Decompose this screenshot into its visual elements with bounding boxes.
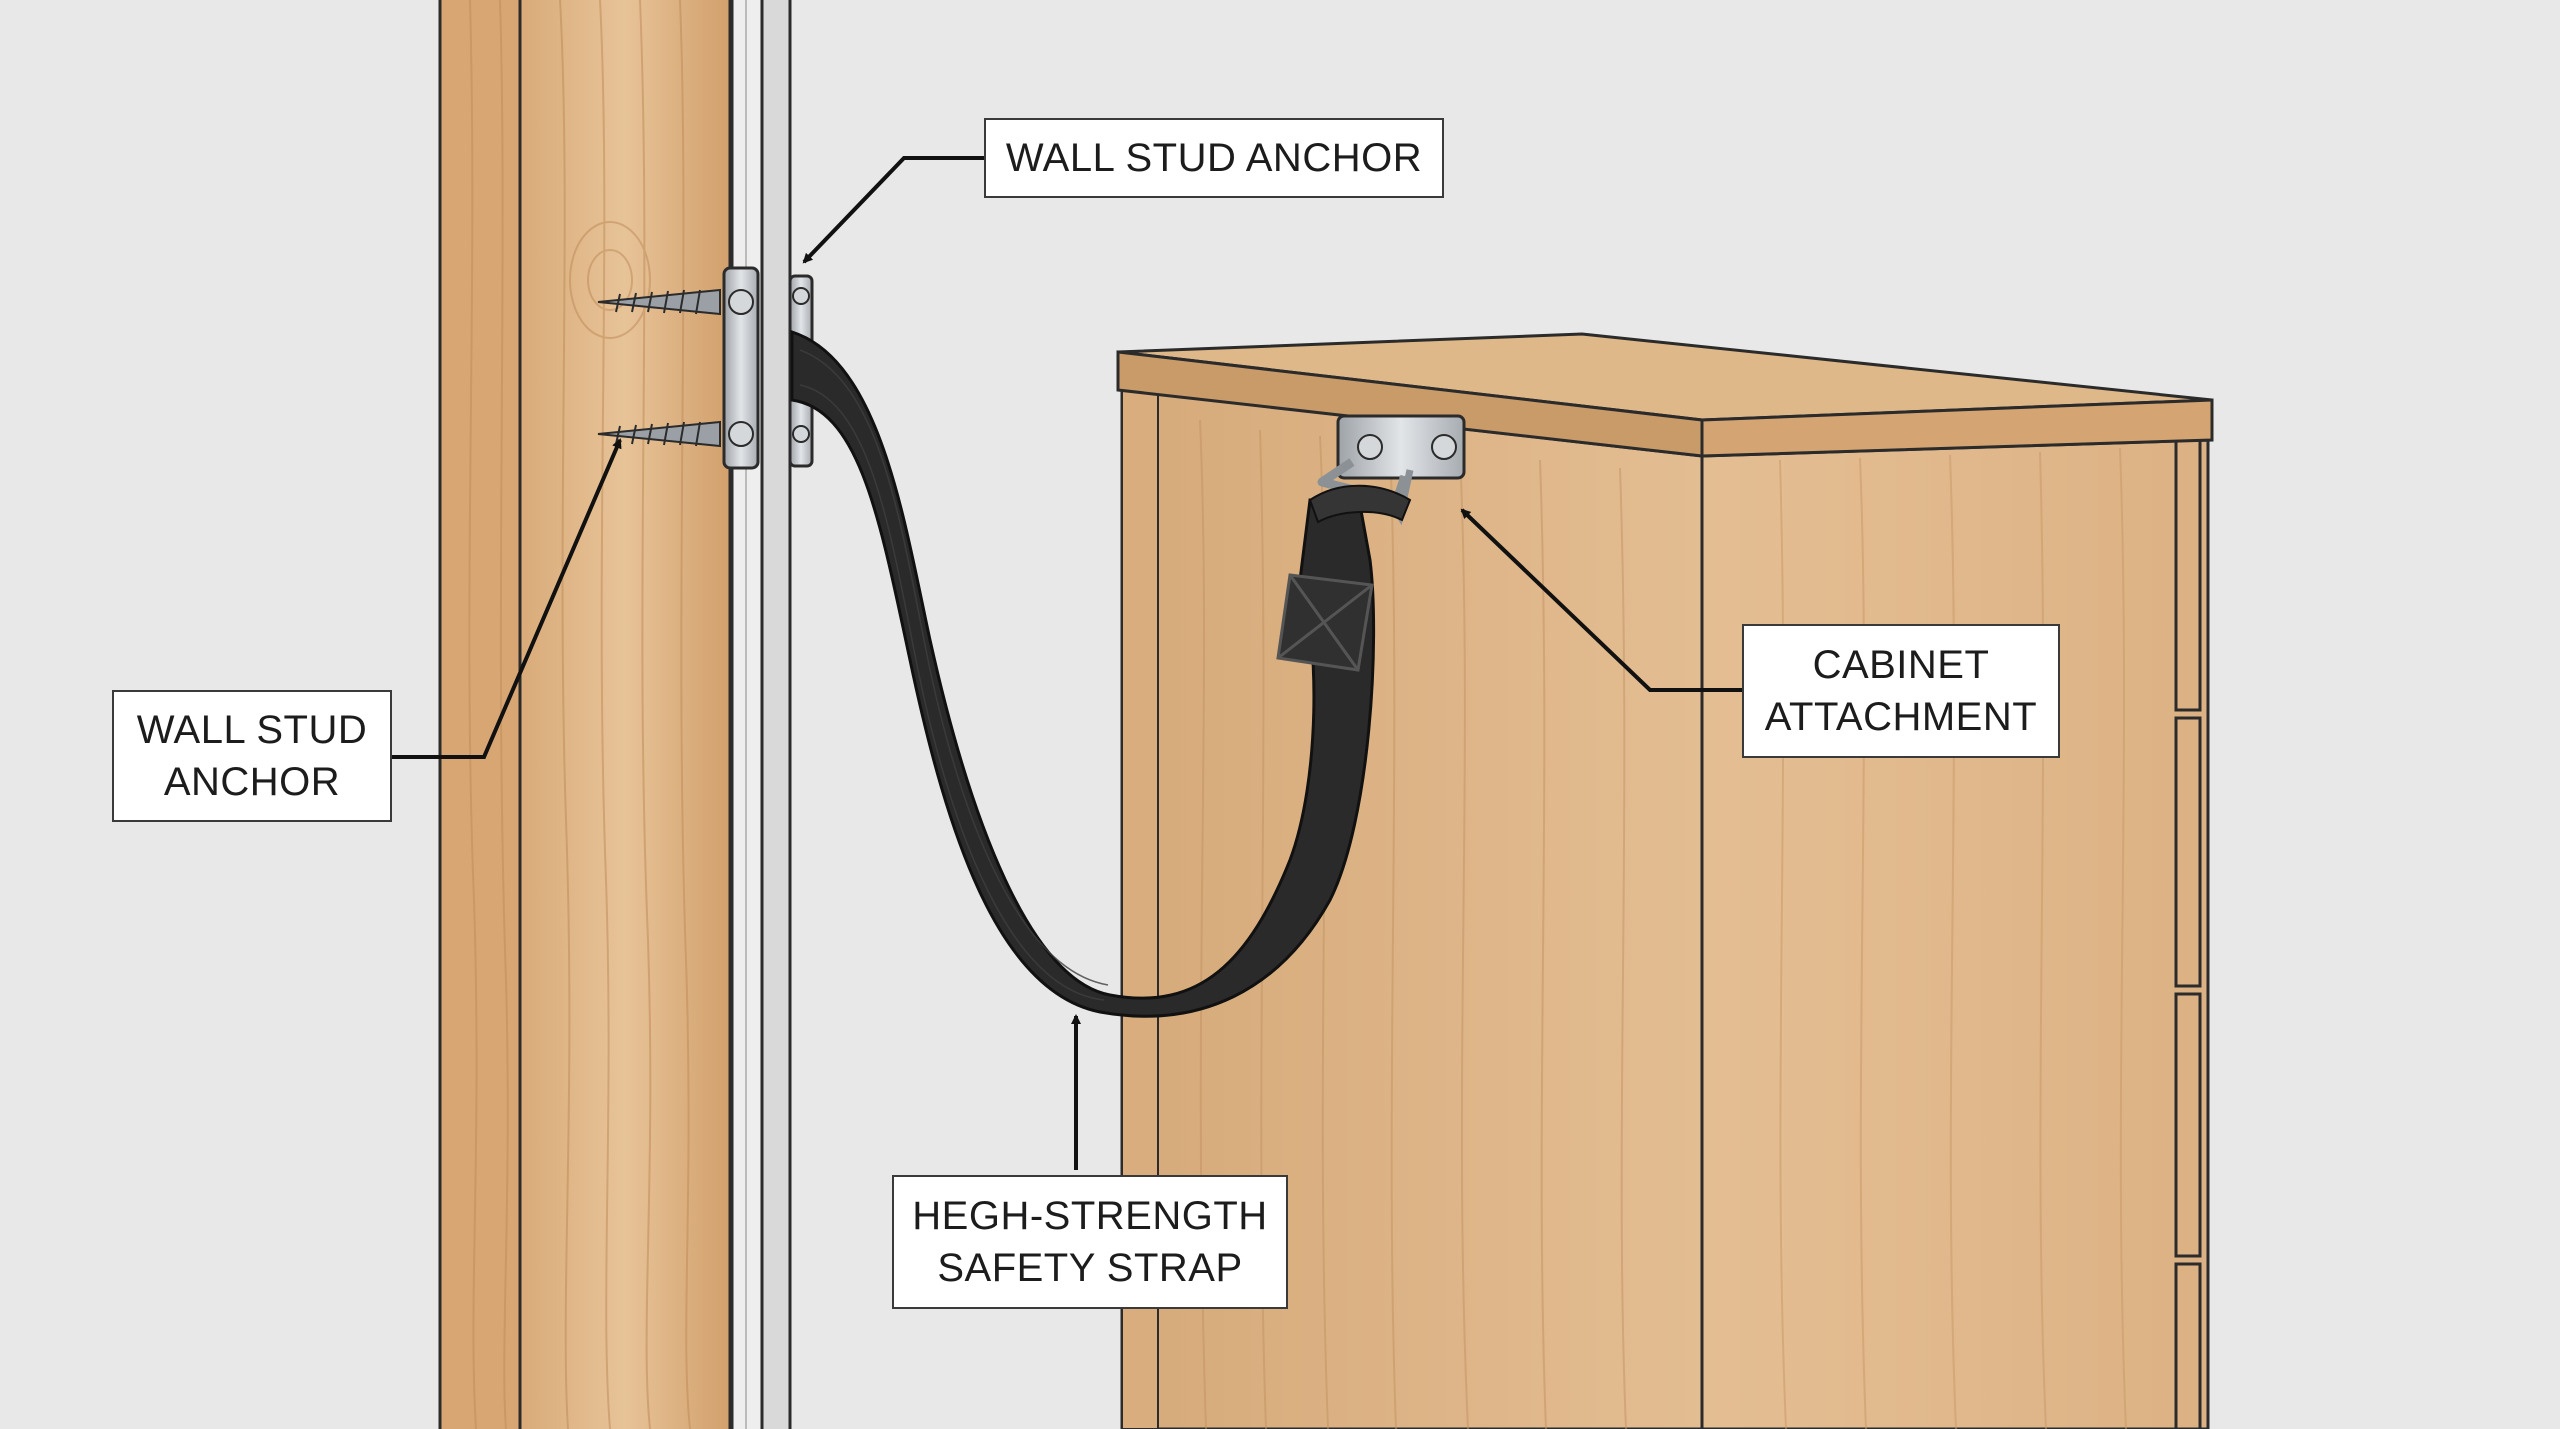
cabinet xyxy=(1116,332,2214,1429)
label-wall-stud-anchor-left: WALL STUD ANCHOR xyxy=(112,690,392,822)
label-line: HEGH-STRENGTH xyxy=(912,1194,1268,1238)
label-safety-strap: HEGH-STRENGTH SAFETY STRAP xyxy=(892,1175,1288,1309)
leader-left-anchor xyxy=(392,438,622,759)
drywall-edge xyxy=(730,0,792,1429)
label-line: WALL STUD xyxy=(136,708,368,752)
wall-stud xyxy=(438,0,732,1429)
cabinet-bracket xyxy=(1317,414,1466,526)
strap-stitch-box xyxy=(1276,573,1374,672)
leader-top-anchor xyxy=(802,156,984,264)
leader-cabinet-attachment xyxy=(1460,508,1742,692)
screw-upper xyxy=(597,288,721,316)
label-line: ATTACHMENT xyxy=(1764,695,2038,739)
label-line: WALL STUD ANCHOR xyxy=(1005,136,1423,180)
label-wall-stud-anchor-top: WALL STUD ANCHOR xyxy=(984,118,1444,198)
label-line: SAFETY STRAP xyxy=(937,1246,1243,1290)
screw-lower xyxy=(597,420,721,448)
label-cabinet-attachment: CABINET ATTACHMENT xyxy=(1742,624,2060,758)
label-line: CABINET xyxy=(1812,643,1990,687)
safety-strap xyxy=(790,329,1412,1018)
label-line: ANCHOR xyxy=(163,760,341,804)
